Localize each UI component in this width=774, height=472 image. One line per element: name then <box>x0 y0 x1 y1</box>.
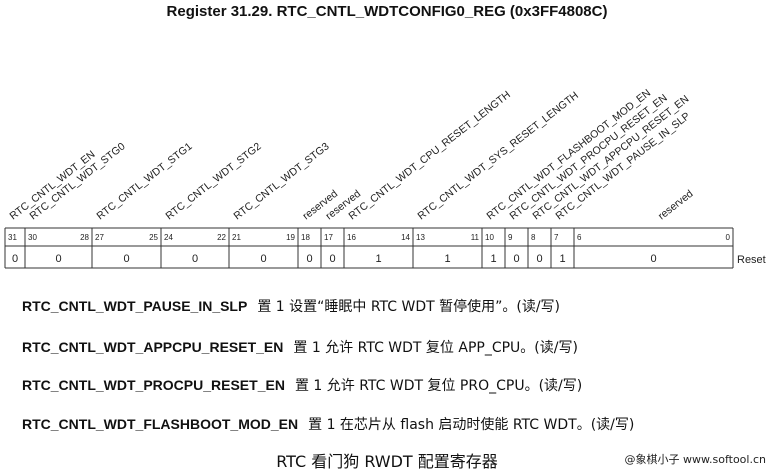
bit-number-high: 13 <box>416 233 425 242</box>
desc-text: 置 1 设置“睡眠中 RTC WDT 暂停使用”。(读/写) <box>257 299 561 315</box>
reset-value: 0 <box>650 253 656 265</box>
bit-number-high: 6 <box>577 233 582 242</box>
bit-number: 10 <box>485 233 494 242</box>
reset-value: 0 <box>329 253 335 265</box>
reset-value: 1 <box>375 253 381 265</box>
reset-value: 0 <box>306 253 312 265</box>
reset-value: 0 <box>536 253 542 265</box>
bit-number: 8 <box>531 233 536 242</box>
bit-number-low: 22 <box>217 233 226 242</box>
reset-value: 0 <box>123 253 129 265</box>
desc-procpu-reset-en: RTC_CNTL_WDT_PROCPU_RESET_EN 置 1 允许 RTC W… <box>22 375 582 395</box>
reset-value: 0 <box>192 253 198 265</box>
desc-text: 置 1 在芯片从 flash 启动时使能 RTC WDT。(读/写) <box>308 417 635 433</box>
bit-number-high: 24 <box>164 233 173 242</box>
field-label: reserved <box>656 188 696 223</box>
bit-number: 9 <box>508 233 513 242</box>
bit-number-low: 28 <box>80 233 89 242</box>
bit-number-low: 25 <box>149 233 158 242</box>
desc-appcpu-reset-en: RTC_CNTL_WDT_APPCPU_RESET_EN 置 1 允许 RTC W… <box>22 337 578 357</box>
desc-field-name: RTC_CNTL_WDT_APPCPU_RESET_EN <box>22 339 284 355</box>
bit-number-high: 30 <box>28 233 37 242</box>
desc-pause-in-slp: RTC_CNTL_WDT_PAUSE_IN_SLP 置 1 设置“睡眠中 RTC … <box>22 296 560 316</box>
watermark: @象棋小子 www.softool.cn <box>624 453 766 466</box>
field-label: RTC_CNTL_WDT_PROCPU_RESET_EN <box>507 92 669 222</box>
reset-row-label: Reset <box>737 254 766 266</box>
desc-text: 置 1 允许 RTC WDT 复位 APP_CPU。(读/写) <box>293 340 578 356</box>
reset-value: 0 <box>260 253 266 265</box>
bit-number: 18 <box>301 233 310 242</box>
bit-number-low: 0 <box>726 233 731 242</box>
reset-value: 1 <box>559 253 565 265</box>
bit-number: 17 <box>324 233 333 242</box>
figure-caption: RTC 看门狗 RWDT 配置寄存器 <box>276 452 498 471</box>
reset-value: 0 <box>513 253 519 265</box>
desc-field-name: RTC_CNTL_WDT_FLASHBOOT_MOD_EN <box>22 416 299 432</box>
bit-number-high: 21 <box>232 233 241 242</box>
reset-value: 1 <box>490 253 496 265</box>
register-title: Register 31.29. RTC_CNTL_WDTCONFIG0_REG … <box>166 3 608 20</box>
field-label: RTC_CNTL_WDT_EN <box>7 148 97 222</box>
bit-number: 7 <box>554 233 559 242</box>
desc-text: 置 1 允许 RTC WDT 复位 PRO_CPU。(读/写) <box>294 378 583 394</box>
bit-number-low: 19 <box>286 233 295 242</box>
bit-number-low: 14 <box>401 233 410 242</box>
reset-value: 0 <box>55 253 61 265</box>
bit-number: 31 <box>8 233 17 242</box>
desc-field-name: RTC_CNTL_WDT_PAUSE_IN_SLP <box>22 298 248 314</box>
desc-flashboot-mod-en: RTC_CNTL_WDT_FLASHBOOT_MOD_EN 置 1 在芯片从 fl… <box>22 414 634 434</box>
bit-number-low: 11 <box>471 233 480 242</box>
reset-value: 1 <box>444 253 450 265</box>
bit-number-high: 27 <box>95 233 104 242</box>
desc-field-name: RTC_CNTL_WDT_PROCPU_RESET_EN <box>22 377 285 393</box>
reset-value: 0 <box>12 253 18 265</box>
bit-number-high: 16 <box>347 233 356 242</box>
